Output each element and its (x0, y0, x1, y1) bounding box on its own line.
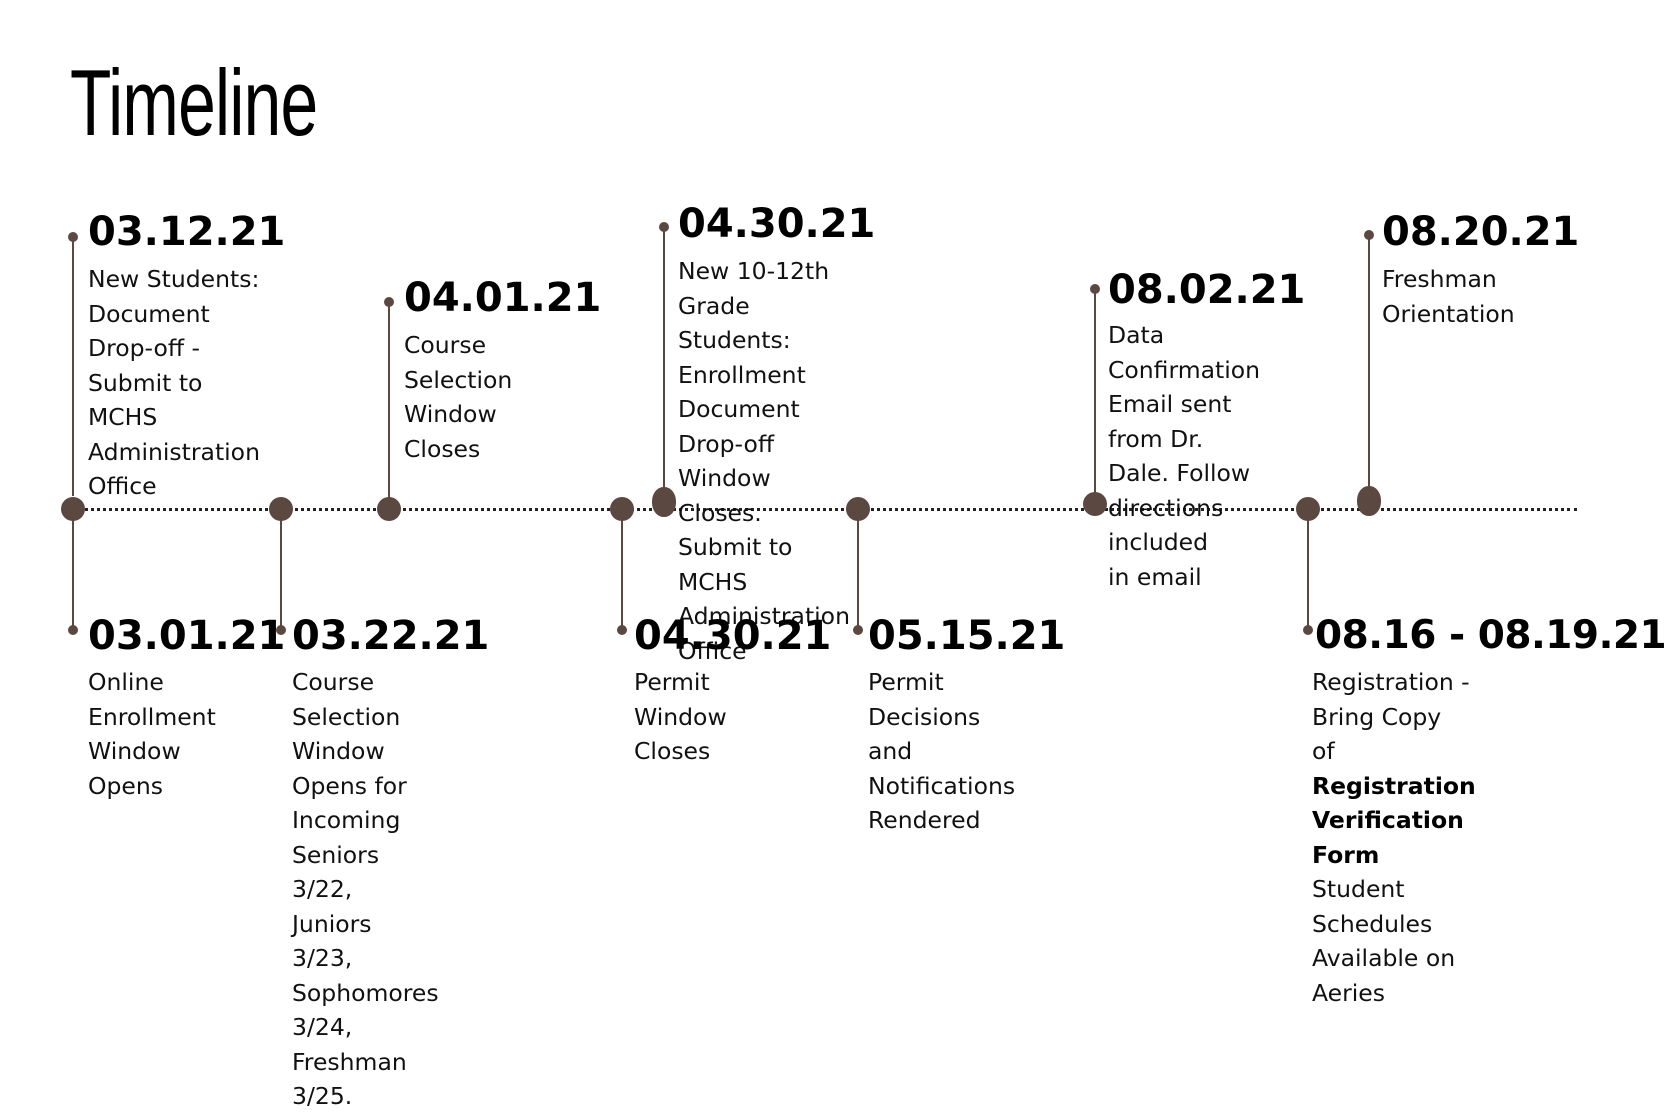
event-description: New 10-12th Grade Students: Enrollment D… (678, 257, 850, 665)
event-axis-dot (652, 487, 676, 517)
timeline-axis (72, 508, 1577, 511)
event-description: Permit Decisions and Notifications Rende… (868, 668, 1016, 834)
event-bottom-dot (853, 625, 863, 635)
event-top-dot (384, 297, 394, 307)
event-description: New Students: Document Drop-off - Submit… (88, 265, 260, 500)
event-description: Permit Window Closes (634, 668, 727, 765)
event-date: 04.30.21 (678, 201, 876, 247)
event-bottom-dot (276, 625, 286, 635)
event-date: 08.16 - 08.19.21 (1315, 613, 1666, 658)
event-bottom-dot (1303, 625, 1313, 635)
event-axis-dot (846, 497, 870, 521)
event-description: Online Enrollment Window Opens (88, 668, 216, 800)
event-stem (1094, 290, 1096, 496)
event-description: Data Confirmation Email sent from Dr. Da… (1108, 321, 1261, 591)
event-date: 08.02.21 (1108, 267, 1306, 313)
event-date: 08.20.21 (1382, 209, 1580, 255)
event-date: 03.22.21 (292, 613, 490, 659)
event-axis-dot (1083, 492, 1107, 516)
event-top-dot (1364, 230, 1374, 240)
event-top-dot (68, 232, 78, 242)
page-title: Timeline (70, 50, 318, 155)
event-description: Registration - Bring Copy of Registratio… (1312, 668, 1476, 1007)
event-description: Freshman Orientation (1382, 265, 1515, 328)
event-axis-dot (61, 497, 85, 521)
event-stem (663, 228, 665, 490)
event-stem (621, 512, 623, 628)
event-stem (1368, 236, 1370, 492)
event-axis-dot (1357, 486, 1381, 516)
event-stem (72, 518, 74, 628)
event-date: 03.12.21 (88, 209, 286, 255)
event-stem (1307, 512, 1309, 628)
event-axis-dot (610, 497, 634, 521)
event-bottom-dot (68, 625, 78, 635)
event-axis-dot (377, 497, 401, 521)
event-description: Course Selection Window Closes (404, 331, 513, 463)
event-top-dot (659, 222, 669, 232)
event-bottom-dot (617, 625, 627, 635)
event-top-dot (1090, 284, 1100, 294)
event-axis-dot (269, 497, 293, 521)
event-stem (388, 302, 390, 502)
event-stem (280, 512, 282, 628)
event-stem (857, 512, 859, 628)
event-stem (72, 236, 74, 496)
event-date: 03.01.21 (88, 613, 286, 659)
event-date: 05.15.21 (868, 613, 1066, 659)
event-date: 04.30.21 (634, 613, 832, 659)
event-axis-dot (1296, 497, 1320, 521)
event-date: 04.01.21 (404, 275, 602, 321)
event-description: Course Selection Window Opens for Incomi… (292, 668, 439, 1110)
